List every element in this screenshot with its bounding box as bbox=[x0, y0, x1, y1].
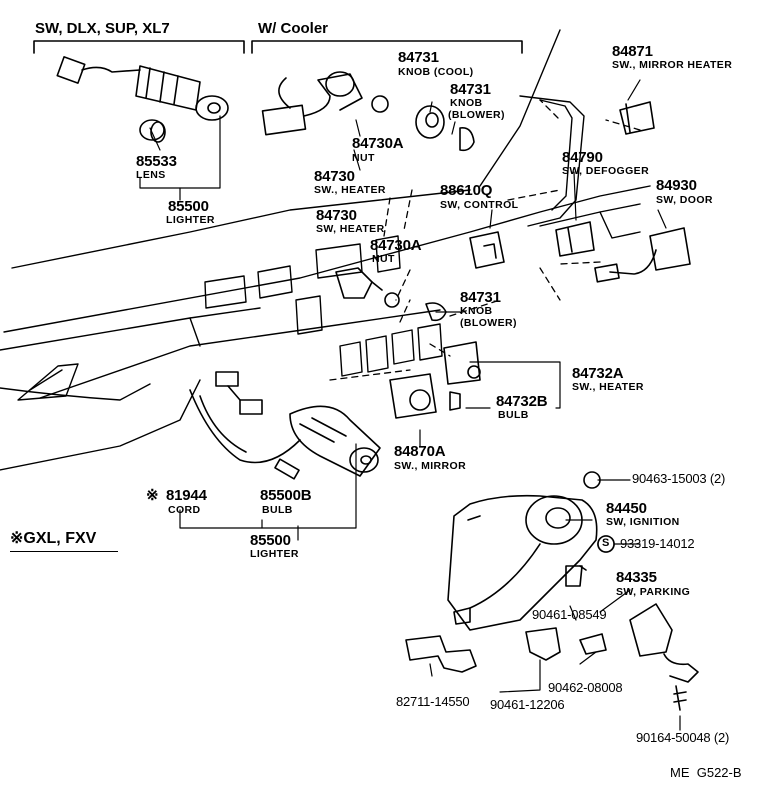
part-desc: NUT bbox=[352, 152, 375, 164]
right-switches-drawing bbox=[555, 101, 691, 283]
bottom-brackets-drawing bbox=[405, 603, 699, 711]
header-left: SW, DLX, SUP, XL7 bbox=[35, 20, 170, 37]
part-number: 84335 bbox=[616, 569, 657, 586]
part-number: 84730A bbox=[352, 135, 404, 152]
part-number: 84730 bbox=[316, 207, 357, 224]
part-desc: KNOB bbox=[450, 97, 483, 109]
part-number: 84731 bbox=[450, 81, 491, 98]
lighter-drawing-bottom bbox=[189, 371, 381, 480]
part-number: 84731 bbox=[460, 289, 501, 306]
part-number: 84732A bbox=[572, 365, 624, 382]
part-desc: SW, PARKING bbox=[616, 586, 691, 598]
part-desc: BULB bbox=[262, 504, 293, 516]
dashboard-outline bbox=[0, 29, 651, 471]
part-number: 84732B bbox=[496, 393, 548, 410]
part-desc: SW, DOOR bbox=[656, 194, 713, 206]
part-desc: (BLOWER) bbox=[460, 317, 517, 329]
part-number: 90164-50048 (2) bbox=[636, 730, 730, 745]
part-desc: BULB bbox=[498, 409, 529, 421]
part-number: 88610Q bbox=[440, 182, 493, 199]
part-number: 84790 bbox=[562, 149, 603, 166]
part-desc: SW, CONTROL bbox=[440, 199, 519, 211]
part-number: 85533 bbox=[136, 153, 177, 170]
part-number: 90463-15003 (2) bbox=[632, 471, 726, 486]
heater-switch-drawing bbox=[261, 71, 475, 152]
part-desc: LENS bbox=[136, 169, 166, 181]
part-desc: KNOB bbox=[460, 305, 493, 317]
part-number: 90462-08008 bbox=[548, 680, 623, 695]
part-desc: LIGHTER bbox=[166, 214, 215, 226]
part-number: 90461-12206 bbox=[490, 697, 565, 712]
part-desc: NUT bbox=[372, 253, 395, 265]
part-number: 84731 bbox=[398, 49, 439, 66]
part-desc: SW, IGNITION bbox=[606, 516, 680, 528]
part-desc: CORD bbox=[168, 504, 201, 516]
dashed-leaders bbox=[329, 99, 641, 381]
leader-lines bbox=[139, 79, 681, 731]
drawing-code: ME G522-B bbox=[670, 765, 742, 780]
part-number: 84871 bbox=[612, 43, 653, 60]
part-number: 85500 bbox=[250, 532, 291, 549]
part-number: 84730A bbox=[370, 237, 422, 254]
cord-mark: ※ bbox=[146, 487, 159, 504]
part-desc: SW, DEFOGGER bbox=[562, 165, 650, 177]
center-switches-drawing bbox=[389, 341, 481, 419]
note-underline bbox=[10, 551, 118, 552]
part-number: 85500 bbox=[168, 198, 209, 215]
s-marker-letter: S bbox=[602, 537, 610, 549]
part-desc: SW., HEATER bbox=[314, 184, 386, 196]
part-number: 84930 bbox=[656, 177, 697, 194]
part-desc: (BLOWER) bbox=[448, 109, 505, 121]
part-number: 85500B bbox=[260, 487, 312, 504]
part-number: 90461-08549 bbox=[532, 607, 607, 622]
part-number: 82711-14550 bbox=[396, 694, 470, 709]
variant-note: ※GXL, FXV bbox=[10, 530, 97, 547]
part-number: 81944 bbox=[166, 487, 207, 504]
part-desc: SW., MIRROR HEATER bbox=[612, 59, 733, 71]
part-desc: SW., MIRROR bbox=[394, 460, 467, 472]
part-number: 84870A bbox=[394, 443, 446, 460]
part-desc: SW, HEATER bbox=[316, 223, 385, 235]
heater-switch-mid-drawing bbox=[335, 231, 505, 322]
part-number: 84450 bbox=[606, 500, 647, 517]
header-brackets bbox=[33, 40, 523, 54]
part-desc: SW., HEATER bbox=[572, 381, 644, 393]
lighter-drawing-top bbox=[56, 56, 229, 143]
part-number: 93319-14012 bbox=[620, 536, 695, 551]
part-desc: LIGHTER bbox=[250, 548, 299, 560]
part-desc: KNOB (COOL) bbox=[398, 66, 474, 78]
s-marker-circle bbox=[597, 535, 615, 553]
header-right: W/ Cooler bbox=[258, 20, 328, 37]
part-number: 84730 bbox=[314, 168, 355, 185]
